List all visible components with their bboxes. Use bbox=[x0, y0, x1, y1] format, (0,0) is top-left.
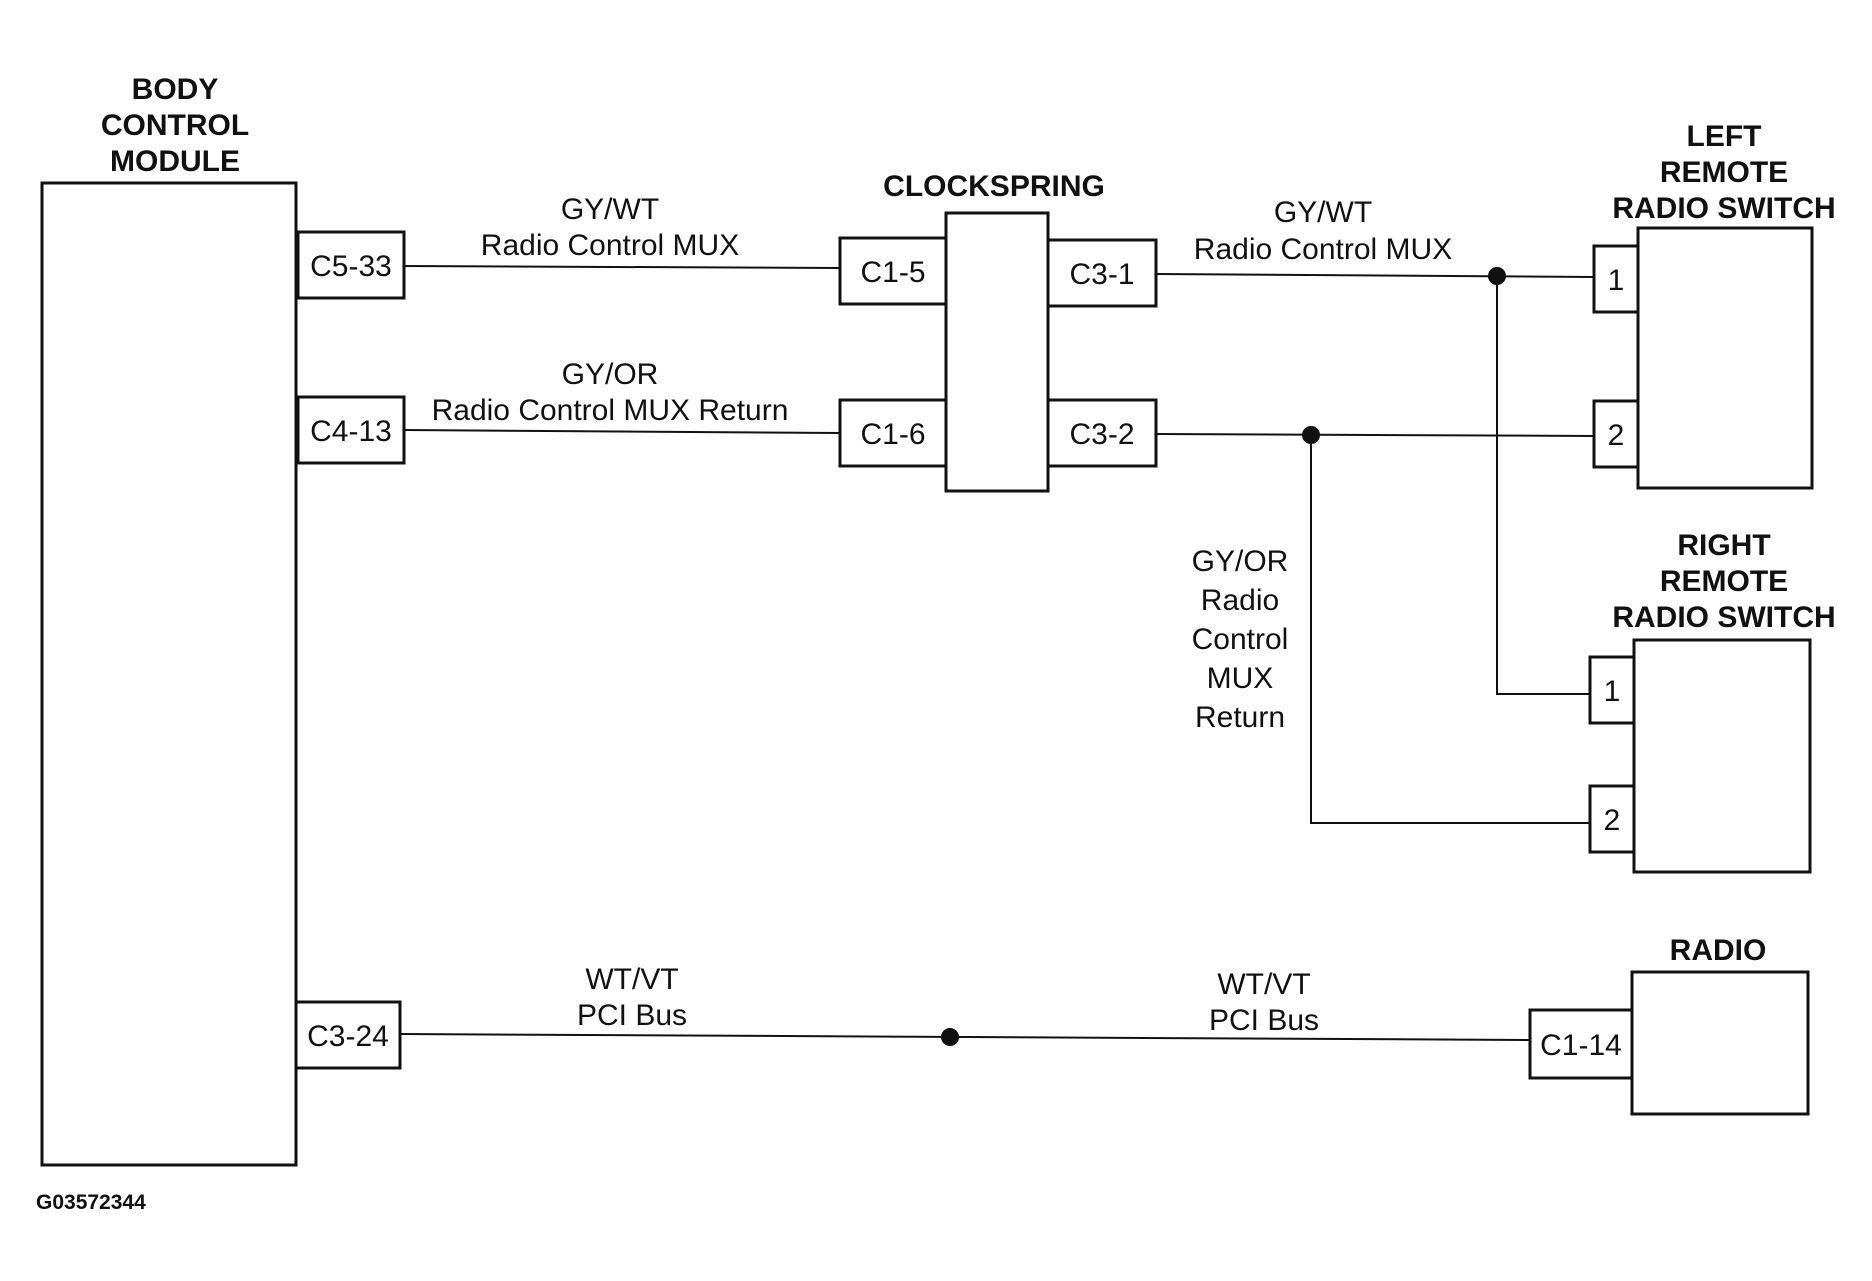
clockspring-connector-c3-2-label: C3-2 bbox=[1069, 418, 1134, 451]
bcm-body bbox=[40, 181, 298, 1167]
splice-mux bbox=[1488, 267, 1506, 285]
left-switch-title-line-3: RADIO SWITCH bbox=[1612, 192, 1835, 225]
radio-connector-c1-14-label: C1-14 bbox=[1540, 1029, 1622, 1062]
radio-body bbox=[1630, 970, 1810, 1116]
clockspring-connector-c3-1-label: C3-1 bbox=[1069, 258, 1134, 291]
wire-label-mux-return-vertical-1: GY/OR bbox=[1192, 545, 1289, 578]
splice-mux-return bbox=[1302, 426, 1320, 444]
wire-label-mux-bcm-name: Radio Control MUX bbox=[481, 229, 739, 262]
clockspring-title: CLOCKSPRING bbox=[883, 170, 1105, 203]
wire-label-pci-right-color: WT/VT bbox=[1217, 968, 1310, 1001]
right-remote-radio-switch: RIGHT REMOTE RADIO SWITCH 1 2 bbox=[1588, 529, 1836, 874]
radio-title: RADIO bbox=[1670, 934, 1767, 967]
left-switch-pin-1-label: 1 bbox=[1608, 264, 1625, 297]
bcm-connector-c3-24-label: C3-24 bbox=[307, 1020, 389, 1053]
clockspring-connector-c1-6-label: C1-6 bbox=[860, 418, 925, 451]
left-switch-title-line-2: REMOTE bbox=[1660, 156, 1788, 189]
bcm-connector-c4-13-label: C4-13 bbox=[310, 415, 392, 448]
left-switch-pin-1: 1 bbox=[1592, 244, 1640, 314]
right-switch-title-line-3: RADIO SWITCH bbox=[1612, 601, 1835, 634]
wire-mux-return-branch-to-right-switch bbox=[1310, 435, 1590, 824]
wire-label-mux-return-vertical-4: MUX bbox=[1207, 662, 1274, 695]
right-switch-pin-1: 1 bbox=[1588, 655, 1636, 725]
right-switch-title-line-1: RIGHT bbox=[1677, 529, 1770, 562]
wire-pci-bus bbox=[399, 1033, 1531, 1041]
bcm-connector-c3-24: C3-24 bbox=[294, 1000, 402, 1070]
figure-id: G03572344 bbox=[36, 1191, 146, 1214]
right-switch-pin-2: 2 bbox=[1588, 784, 1636, 854]
radio: RADIO C1-14 bbox=[1528, 934, 1810, 1116]
wire-label-pci-left-color: WT/VT bbox=[585, 963, 678, 996]
wire-label-mux-return-vertical-5: Return bbox=[1195, 701, 1285, 734]
left-remote-radio-switch: LEFT REMOTE RADIO SWITCH 1 2 bbox=[1592, 120, 1836, 490]
wire-mux-return-bcm-to-clockspring bbox=[403, 429, 841, 434]
bcm-title-line-3: MODULE bbox=[110, 145, 240, 178]
wire-mux-branch-to-right-switch bbox=[1496, 276, 1590, 695]
bcm-connector-c4-13: C4-13 bbox=[296, 395, 406, 465]
wire-mux-clockspring-to-left-switch bbox=[1155, 273, 1595, 278]
clockspring-connector-c3-1: C3-1 bbox=[1046, 238, 1158, 308]
wire-label-pci-left-name: PCI Bus bbox=[577, 999, 687, 1032]
wire-mux-return-clockspring-to-left-switch bbox=[1155, 433, 1595, 437]
wire-label-mux-return-vertical-3: Control bbox=[1192, 623, 1289, 656]
left-switch-pin-2-label: 2 bbox=[1608, 419, 1625, 452]
wire-label-mux-bcm-color: GY/WT bbox=[561, 193, 659, 226]
body-control-module: BODY CONTROL MODULE C5-33 C4-13 C3-24 bbox=[40, 73, 406, 1167]
right-switch-title-line-2: REMOTE bbox=[1660, 565, 1788, 598]
wire-label-mux-switch-color: GY/WT bbox=[1274, 196, 1372, 229]
left-switch-pin-2: 2 bbox=[1592, 399, 1640, 469]
wire-label-mux-return-bcm-color: GY/OR bbox=[562, 358, 659, 391]
left-switch-body bbox=[1636, 226, 1814, 490]
clockspring-connector-c1-5: C1-5 bbox=[838, 236, 948, 306]
right-switch-pin-1-label: 1 bbox=[1604, 675, 1621, 708]
bcm-title-line-2: CONTROL bbox=[101, 109, 249, 142]
clockspring-connector-c1-5-label: C1-5 bbox=[860, 256, 925, 289]
wire-mux-bcm-to-clockspring bbox=[403, 265, 841, 269]
bcm-connector-c5-33-label: C5-33 bbox=[310, 250, 392, 283]
clockspring-body bbox=[944, 211, 1050, 493]
clockspring-connector-c1-6: C1-6 bbox=[838, 398, 948, 468]
wire-labels: GY/WT Radio Control MUX GY/OR Radio Cont… bbox=[432, 193, 1453, 1037]
right-switch-body bbox=[1632, 638, 1812, 874]
bcm-connector-c5-33: C5-33 bbox=[296, 230, 406, 300]
wire-label-pci-right-name: PCI Bus bbox=[1209, 1004, 1319, 1037]
clockspring: CLOCKSPRING C1-5 C1-6 C3-1 C3-2 bbox=[838, 170, 1158, 493]
wire-label-mux-return-bcm-name: Radio Control MUX Return bbox=[432, 394, 789, 427]
radio-connector-c1-14: C1-14 bbox=[1528, 1008, 1634, 1080]
right-switch-pin-2-label: 2 bbox=[1604, 804, 1621, 837]
wire-label-mux-return-vertical-2: Radio bbox=[1201, 584, 1279, 617]
wire-label-mux-switch-name: Radio Control MUX bbox=[1194, 233, 1452, 266]
left-switch-title-line-1: LEFT bbox=[1687, 120, 1762, 153]
wires bbox=[399, 265, 1595, 1046]
bcm-title-line-1: BODY bbox=[132, 73, 219, 106]
clockspring-connector-c3-2: C3-2 bbox=[1046, 398, 1158, 468]
splice-pci-bus bbox=[941, 1028, 959, 1046]
